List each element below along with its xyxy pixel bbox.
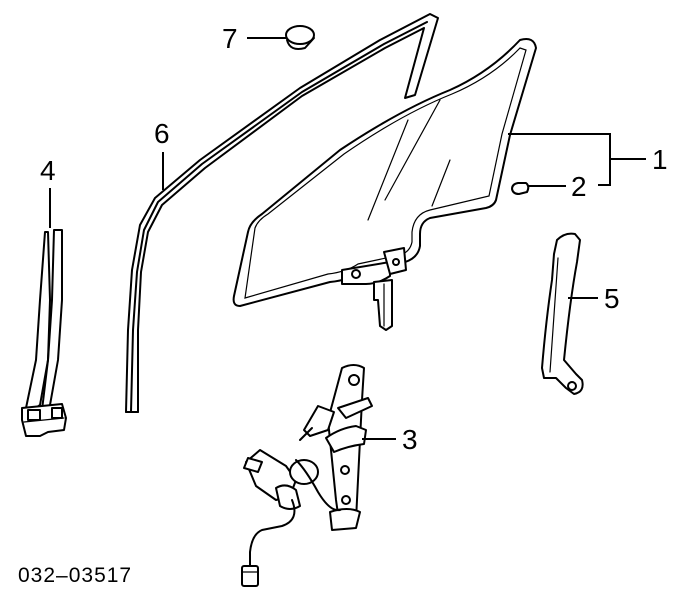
part-6-run-channel [125, 13, 439, 413]
leader-lines [49, 37, 646, 440]
part-1-door-glass [232, 38, 537, 331]
callout-3: 3 [402, 424, 418, 455]
callout-2: 2 [571, 171, 587, 202]
callout-1: 1 [652, 144, 668, 175]
part-4-rear-channel [21, 229, 67, 437]
leader-1 [508, 133, 611, 186]
callout-4: 4 [40, 155, 56, 186]
callout-6: 6 [154, 118, 170, 149]
callout-5: 5 [604, 283, 620, 314]
part-3-window-regulator [241, 364, 373, 587]
part-5-front-channel [541, 232, 584, 395]
diagram-part-number: 032–03517 [18, 564, 132, 587]
part-7-stopper [285, 25, 315, 50]
callout-7: 7 [222, 23, 238, 54]
part-2-spacer [511, 182, 530, 195]
